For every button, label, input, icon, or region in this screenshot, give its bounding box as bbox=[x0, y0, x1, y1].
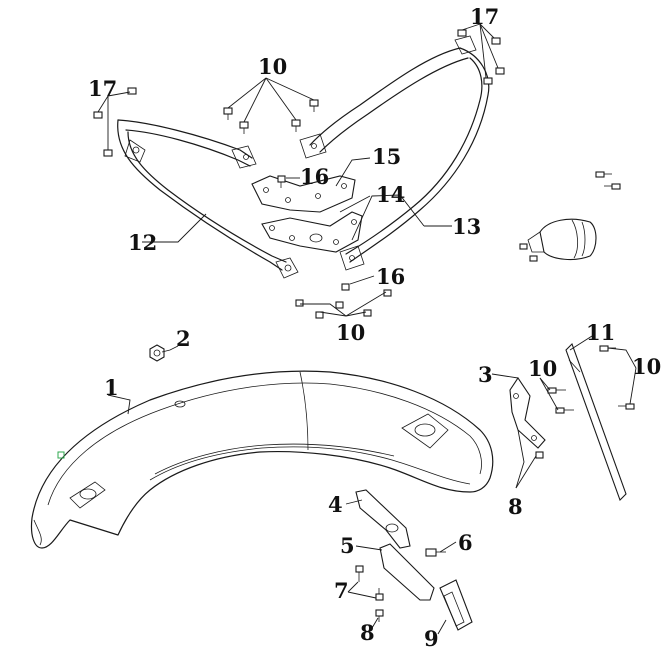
callout-17-right: 17 bbox=[470, 4, 499, 29]
part-6-bolt bbox=[425, 548, 446, 557]
callout-16-lower: 16 bbox=[376, 264, 405, 289]
callout-3: 3 bbox=[478, 362, 493, 387]
selection-marker bbox=[57, 451, 65, 459]
part-9-clip bbox=[439, 579, 473, 631]
fender-mount-pad-left bbox=[69, 481, 106, 509]
bolt-10-c bbox=[291, 119, 301, 132]
callout-10-mid-right: 10 bbox=[528, 356, 557, 381]
callout-6: 6 bbox=[458, 530, 473, 555]
bolt-16-lower bbox=[341, 283, 350, 291]
callout-4: 4 bbox=[328, 492, 343, 517]
part-7-screws bbox=[355, 565, 384, 601]
bolt-17-right-d bbox=[483, 77, 493, 85]
part-11-reflector-strip bbox=[565, 342, 627, 502]
callout-10-top: 10 bbox=[258, 54, 287, 79]
part-1-rear-fender bbox=[30, 370, 494, 549]
part-12-left-rail bbox=[117, 119, 299, 279]
part-2-nut bbox=[149, 344, 165, 362]
part-14-lower-bracket bbox=[261, 211, 363, 253]
callout-9: 9 bbox=[424, 626, 439, 651]
callout-15: 15 bbox=[372, 144, 401, 169]
callout-2: 2 bbox=[176, 326, 191, 351]
bolt-10-bottom-b bbox=[315, 311, 324, 319]
bolt-10-bottom-a bbox=[295, 299, 304, 307]
bolt-10-bottom-c bbox=[335, 301, 344, 309]
callout-17-left: 17 bbox=[88, 76, 117, 101]
bolt-17-right-b bbox=[491, 37, 501, 45]
bolt-10-a bbox=[223, 107, 233, 120]
part-13-right-rail bbox=[299, 35, 490, 271]
callout-16-upper: 16 bbox=[300, 164, 329, 189]
bolt-10-d bbox=[309, 99, 319, 112]
callout-5: 5 bbox=[340, 533, 355, 558]
bolt-17-left-a bbox=[93, 111, 103, 119]
bolt-16-upper bbox=[277, 175, 286, 188]
bolt-10-b bbox=[239, 121, 249, 134]
bolt-17-right-c bbox=[495, 67, 505, 75]
tail-lamp-assembly bbox=[519, 171, 621, 262]
bolt-10-bottom-d bbox=[363, 309, 372, 317]
callout-8-lower: 8 bbox=[360, 620, 375, 645]
bolt-17-right-a bbox=[457, 29, 467, 37]
bolt-17-left-b bbox=[127, 87, 137, 95]
callout-labels: 1 2 3 4 5 6 7 8 8 9 10 10 10 10 11 12 13… bbox=[88, 4, 661, 651]
callout-1: 1 bbox=[104, 375, 119, 400]
callout-8-right: 8 bbox=[508, 494, 523, 519]
callout-12: 12 bbox=[128, 230, 157, 255]
callout-10-bottom: 10 bbox=[336, 320, 365, 345]
part-5-plate bbox=[379, 543, 435, 601]
part-8-screws bbox=[375, 451, 544, 622]
leader-lines bbox=[97, 23, 637, 635]
fasteners-group-top bbox=[93, 29, 505, 319]
callout-13: 13 bbox=[452, 214, 481, 239]
fender-mount-pad-right bbox=[401, 413, 449, 449]
bolt-17-left-c bbox=[103, 149, 113, 157]
callout-10-far-right: 10 bbox=[632, 354, 661, 379]
part-3-bracket bbox=[509, 377, 546, 449]
callout-11: 11 bbox=[586, 320, 615, 345]
part-4-bracket bbox=[355, 489, 411, 549]
callout-7: 7 bbox=[334, 578, 349, 603]
callout-14: 14 bbox=[376, 182, 405, 207]
